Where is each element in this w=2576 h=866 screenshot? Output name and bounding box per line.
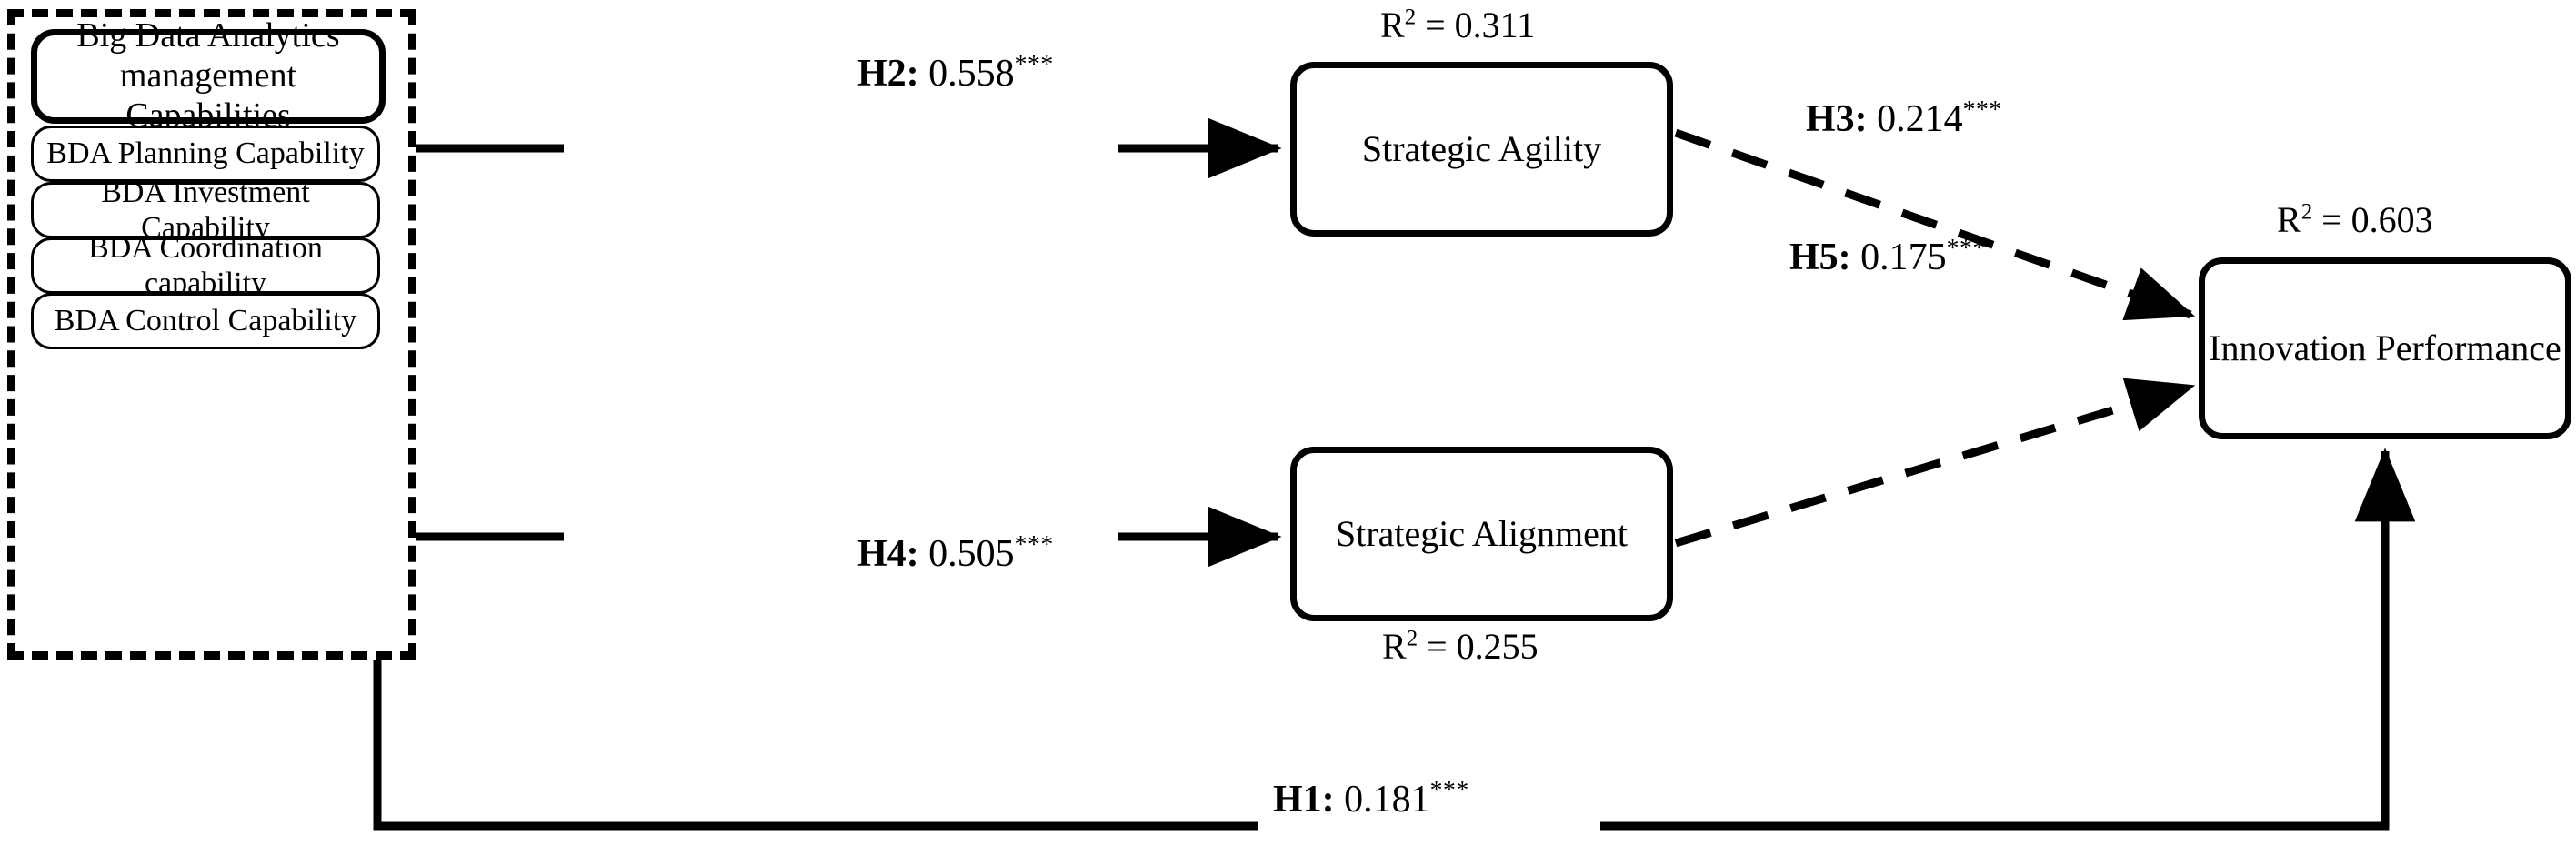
path-label-h4-significance: ***	[1014, 529, 1054, 558]
node-label: BDA Planning Capability	[46, 136, 365, 171]
node-big-data-analytics-management-capabilities[interactable]: Big Data Analytics management Capabiliti…	[31, 16, 386, 135]
node-innovation-performance[interactable]: Innovation Performance	[2199, 257, 2571, 439]
r-squared-strategic-agility: R2 = 0.311	[1380, 5, 1536, 45]
path-label-h5: H5: 0.175***	[1789, 235, 1986, 278]
path-label-h3-coefficient: 0.214	[1867, 98, 1963, 140]
node-bda-planning-capability[interactable]: BDA Planning Capability	[31, 126, 380, 182]
path-label-h1-significance: ***	[1429, 775, 1469, 803]
path-label-h2: H2: 0.558***	[857, 51, 1054, 95]
path-label-h3-id: H3:	[1806, 98, 1868, 140]
path-h3-connector	[1674, 128, 2196, 321]
path-label-h4-id: H4:	[857, 533, 919, 575]
node-label: BDA Control Capability	[54, 304, 357, 338]
path-label-h5-significance: ***	[1946, 233, 1986, 261]
node-strategic-agility[interactable]: Strategic Agility	[1290, 62, 1673, 237]
r-squared-equals: =	[1416, 5, 1455, 45]
r-squared-value: 0.603	[2350, 199, 2433, 240]
path-label-h1-coefficient: 0.181	[1334, 779, 1430, 821]
path-label-h1-id: H1:	[1273, 779, 1335, 821]
path-label-h4: H4: 0.505***	[857, 531, 1054, 575]
node-bda-control-capability[interactable]: BDA Control Capability	[31, 293, 380, 349]
node-strategic-alignment[interactable]: Strategic Alignment	[1290, 447, 1673, 621]
r-squared-innovation-performance: R2 = 0.603	[2277, 199, 2433, 240]
path-label-h1: H1: 0.181***	[1273, 777, 1469, 821]
r-squared-exponent: 2	[1406, 626, 1418, 651]
r-squared-value: 0.311	[1454, 5, 1536, 45]
node-bda-coordination-capability[interactable]: BDA Coordination capability	[31, 231, 380, 300]
r-squared-equals: =	[2312, 199, 2351, 240]
node-label: Big Data Analytics management Capabiliti…	[76, 16, 340, 135]
r-squared-symbol: R	[1382, 626, 1407, 667]
path-label-h3: H3: 0.214***	[1806, 96, 2002, 140]
path-label-h4-coefficient: 0.505	[918, 533, 1015, 575]
node-label: Innovation Performance	[2209, 327, 2561, 368]
node-label: BDA Coordination capability	[88, 230, 323, 300]
path-label-h3-significance: ***	[1962, 95, 2002, 123]
path-label-h5-coefficient: 0.175	[1850, 237, 1947, 278]
r-squared-symbol: R	[2277, 199, 2301, 240]
path-label-h2-id: H2:	[857, 53, 919, 95]
r-squared-equals: =	[1418, 626, 1457, 667]
path-label-h5-id: H5:	[1789, 237, 1851, 278]
path-label-h2-coefficient: 0.558	[918, 53, 1015, 95]
path-h5-connector	[1674, 378, 2196, 548]
r-squared-strategic-alignment: R2 = 0.255	[1382, 626, 1539, 667]
r-squared-exponent: 2	[2300, 199, 2313, 225]
r-squared-symbol: R	[1380, 5, 1405, 45]
r-squared-exponent: 2	[1404, 5, 1417, 30]
node-label: Strategic Alignment	[1335, 513, 1629, 554]
path-label-h2-significance: ***	[1014, 49, 1054, 77]
r-squared-value: 0.255	[1456, 626, 1539, 667]
node-label: Strategic Agility	[1361, 128, 1602, 169]
bda-capability-group-frame	[7, 9, 416, 660]
